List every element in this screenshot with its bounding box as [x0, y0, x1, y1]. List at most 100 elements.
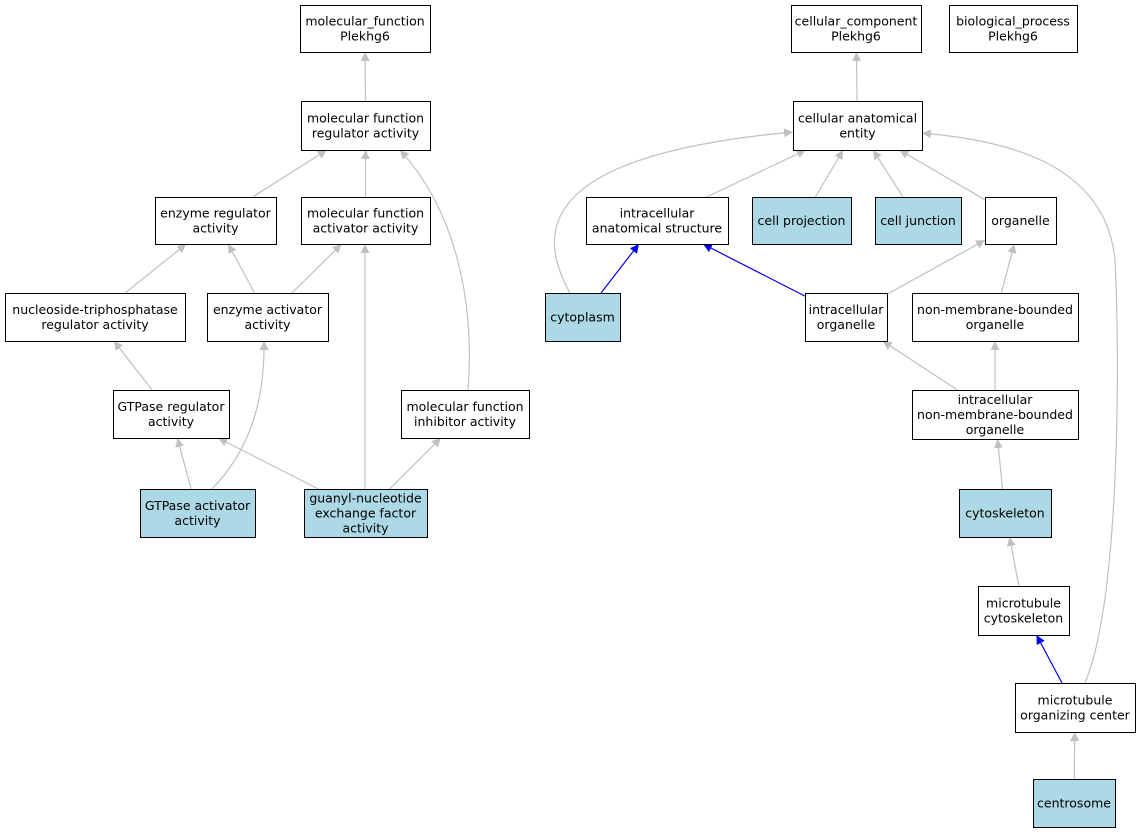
edge-cytoplasm-to-cae	[554, 128, 794, 294]
node-label-line: non-membrane-bounded	[917, 302, 1073, 317]
edge-mtoc-to-cae	[921, 129, 1118, 684]
node-cell-junc[interactable]: cell junction	[875, 197, 962, 245]
edge-line	[217, 437, 319, 490]
node-box	[978, 586, 1070, 636]
node-label-line: activator activity	[313, 221, 419, 236]
edge-mt_cyto-to-cytoskeleton	[1006, 536, 1020, 587]
edge-nmb_org-to-organelle	[1000, 243, 1017, 294]
node-label-line: regulator activity	[312, 126, 420, 141]
edge-line	[1000, 243, 1017, 294]
node-cell-proj[interactable]: cell projection	[752, 197, 852, 245]
node-box	[912, 293, 1079, 342]
node-label-line: organelle	[966, 422, 1025, 437]
node-label-line: anatomical structure	[592, 221, 722, 236]
edge-line	[921, 129, 1118, 684]
node-label-line: molecular function	[307, 111, 424, 126]
node-label-line: cytoskeleton	[965, 506, 1044, 521]
edge-line	[872, 149, 904, 198]
node-label-line: organelle	[817, 317, 876, 332]
node-box	[301, 197, 431, 245]
edge-cytoplasm-to-ias	[600, 243, 640, 294]
node-box	[805, 293, 888, 342]
node-label-line: GTPase activator	[145, 498, 251, 513]
node-box	[401, 390, 530, 439]
node-label-line: cytoskeleton	[984, 611, 1063, 626]
node-label-line: biological_process	[956, 14, 1070, 29]
node-label-line: activity	[148, 414, 195, 429]
node-box	[875, 197, 962, 245]
node-organelle[interactable]: organelle	[985, 197, 1057, 245]
node-box	[912, 390, 1079, 440]
node-label-line: activity	[192, 221, 239, 236]
node-label-line: cell junction	[880, 213, 956, 228]
edge-gtp_act-to-enz_act	[211, 340, 269, 490]
node-cytoplasm[interactable]: cytoplasm	[545, 293, 621, 342]
node-label-line: cell projection	[758, 213, 846, 228]
edge-ic_org-to-ias	[702, 243, 806, 297]
edge-cae-to-cc_root	[852, 51, 862, 102]
node-box	[793, 101, 923, 151]
edge-line	[291, 243, 343, 294]
edge-line	[814, 149, 844, 198]
node-box	[949, 5, 1078, 53]
edge-gtp_reg-to-ntp_reg	[113, 340, 153, 391]
node-ic-nmb[interactable]: intracellularnon-membrane-boundedorganel…	[912, 390, 1079, 440]
node-box	[140, 489, 256, 538]
node-label-line: regulator activity	[41, 317, 149, 332]
edge-cell_junc-to-cae	[872, 149, 904, 198]
node-label-line: activity	[174, 513, 221, 528]
node-box	[155, 197, 277, 245]
node-label-line: activity	[342, 521, 389, 536]
edge-organelle-to-cae	[899, 149, 986, 201]
node-box	[5, 293, 186, 342]
node-box	[586, 197, 729, 245]
node-centrosome[interactable]: centrosome	[1033, 779, 1116, 828]
edge-gef-to-mf_inh	[389, 437, 442, 490]
node-label-line: exchange factor	[315, 506, 417, 521]
edge-cell_proj-to-cae	[814, 149, 844, 198]
edge-line	[175, 437, 192, 490]
node-label-line: molecular_function	[305, 14, 424, 29]
edge-line	[252, 149, 328, 198]
node-label-line: organelle	[966, 317, 1025, 332]
node-box	[791, 5, 922, 53]
node-label-line: enzyme activator	[213, 302, 323, 317]
node-label-line: Plekhg6	[340, 29, 390, 44]
node-cytoskeleton[interactable]: cytoskeleton	[959, 489, 1052, 538]
edge-ias-to-cae	[706, 149, 807, 198]
edge-line	[600, 243, 640, 294]
node-label-line: activity	[244, 317, 291, 332]
edge-line	[113, 340, 153, 391]
edge-line	[993, 438, 1004, 490]
edge-line	[124, 243, 187, 294]
node-label-line: intracellular	[809, 302, 885, 317]
node-label-line: microtubule	[986, 596, 1061, 611]
edge-mf_inh-to-mf_reg	[399, 149, 470, 391]
edge-line	[554, 128, 794, 294]
node-label-line: intracellular	[958, 392, 1034, 407]
node-label-line: molecular function	[307, 206, 424, 221]
node-box	[304, 489, 428, 538]
node-box	[1033, 779, 1116, 828]
edge-line	[702, 243, 806, 297]
edge-line	[1035, 634, 1063, 684]
edge-line	[227, 243, 256, 294]
